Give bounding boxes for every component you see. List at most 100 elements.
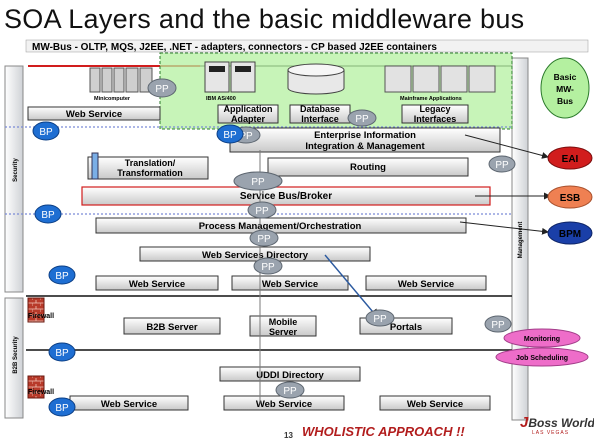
database-interface-label-2: Interface (301, 114, 339, 124)
security-label: Security (13, 158, 19, 182)
bp-marker (48, 265, 76, 285)
ws-directory-label: Web Services Directory (202, 250, 309, 261)
mw-bus-banner-text: MW-Bus - OLTP, MQS, J2EE, .NET - adapter… (32, 42, 437, 53)
ws-row2-label-1: Web Service (101, 399, 157, 410)
ws-row2-label-3: Web Service (407, 399, 463, 410)
portals-label: Portals (390, 322, 422, 333)
routing-box (267, 157, 469, 177)
legacy-interfaces-box (401, 104, 469, 124)
pp-marker-label: PP (251, 177, 265, 188)
ws-row2-label-2: Web Service (256, 399, 312, 410)
bp-marker (32, 121, 60, 141)
basic-mw-bus-callout (540, 57, 590, 119)
process-mgmt-label: Process Management/Orchestration (199, 221, 362, 232)
job-scheduling-callout (495, 347, 589, 367)
uddi-box (219, 366, 361, 382)
uddi-label: UDDI Directory (256, 370, 324, 381)
translation-label-1: Translation/ (125, 158, 176, 168)
mobile-server-label-2: Server (269, 327, 298, 337)
pp-marker-label: PP (283, 386, 297, 397)
translation-box (87, 156, 209, 180)
bp-marker (216, 124, 244, 144)
eii-box (229, 127, 501, 153)
web-service-top-label: Web Service (66, 109, 122, 120)
pp-marker (233, 171, 283, 191)
b2b-server-box (123, 317, 221, 335)
mainframe-icon (384, 65, 496, 93)
security-column (4, 65, 24, 293)
pp-marker-label: PP (257, 234, 271, 245)
minicomputer-label: Minicomputer (94, 96, 131, 102)
application-adapter-label-2: Adapter (231, 114, 266, 124)
pp-marker (249, 229, 279, 247)
ws-row1-label-2: Web Service (262, 279, 318, 290)
slide-number: 13 (284, 431, 293, 440)
ws-row1-box-1 (95, 275, 219, 291)
firewall-2-icon (27, 375, 45, 399)
firewall-2-label: Firewall (28, 389, 54, 396)
bp-marker-label: BP (55, 403, 69, 414)
monitoring-label: Monitoring (524, 336, 560, 343)
mobile-server-box (249, 315, 317, 337)
pp-marker-label: PP (255, 206, 269, 217)
translation-accent (91, 152, 99, 180)
bp-marker (48, 397, 76, 417)
slide-title: SOA Layers and the basic middleware bus (4, 4, 525, 34)
ws-directory-box (139, 246, 371, 262)
ws-row1-label-3: Web Service (398, 279, 454, 290)
routing-label: Routing (350, 162, 386, 173)
as400-icon (204, 61, 256, 93)
bpm-callout (547, 221, 593, 245)
basic-mw-bus-label-1: Basic (554, 72, 577, 82)
bpm-arrow (459, 221, 549, 235)
service-bus-label: Service Bus/Broker (240, 191, 332, 202)
eii-label-1: Enterprise Information (314, 130, 416, 141)
pp-marker-label: PP (355, 114, 369, 125)
ws-row1-label-1: Web Service (129, 279, 185, 290)
directory-to-portals-arrow (324, 254, 379, 320)
pp-marker (247, 201, 277, 219)
pp-marker (253, 257, 283, 275)
basic-mw-bus-label-2: MW- (556, 84, 574, 94)
application-adapter-label-1: Application (224, 104, 273, 114)
logo-subtitle: LAS VEGAS (532, 430, 570, 436)
pp-marker (484, 315, 512, 333)
b2b-server-label: B2B Server (146, 322, 198, 333)
database-interface-label-1: Database (300, 104, 340, 114)
minicomputer-icon (89, 67, 153, 93)
ws-row1-box-3 (365, 275, 487, 291)
eii-label-2: Integration & Management (305, 141, 425, 152)
firewall-1-label: Firewall (28, 313, 54, 320)
bp-marker-label: BP (41, 210, 55, 221)
pp-marker-label: PP (155, 84, 169, 95)
pp-marker (488, 155, 516, 173)
pp-marker (347, 109, 377, 127)
web-service-top-box (27, 106, 161, 121)
application-adapter-box (217, 104, 279, 124)
slogan: WHOLISTIC APPROACH !! (302, 424, 465, 439)
eai-arrow (464, 134, 549, 159)
legacy-interfaces-label-1: Legacy (419, 104, 450, 114)
bp-marker (48, 342, 76, 362)
monitoring-callout (503, 328, 581, 348)
logo-text: JBoss World (520, 414, 594, 431)
eai-callout (547, 146, 593, 170)
mainframe-label: Mainframe Applications (400, 96, 462, 102)
pp-marker-label: PP (373, 314, 387, 325)
eai-label: EAI (562, 154, 579, 165)
pp-marker-label: PP (495, 160, 509, 171)
esb-label: ESB (560, 193, 581, 204)
process-mgmt-box (95, 217, 467, 234)
database-cylinder-icon (287, 63, 345, 95)
b2b-security-column (4, 297, 24, 419)
jboss-world-logo: JBoss World LAS VEGAS (520, 410, 594, 442)
mobile-server-label-1: Mobile (269, 317, 298, 327)
pp-marker (147, 78, 177, 98)
basic-mw-bus-label-3: Bus (557, 96, 573, 106)
pp-marker (275, 381, 305, 399)
mw-bus-banner (25, 39, 589, 53)
bp-marker-label: BP (55, 348, 69, 359)
bp-marker-label: BP (223, 130, 237, 141)
